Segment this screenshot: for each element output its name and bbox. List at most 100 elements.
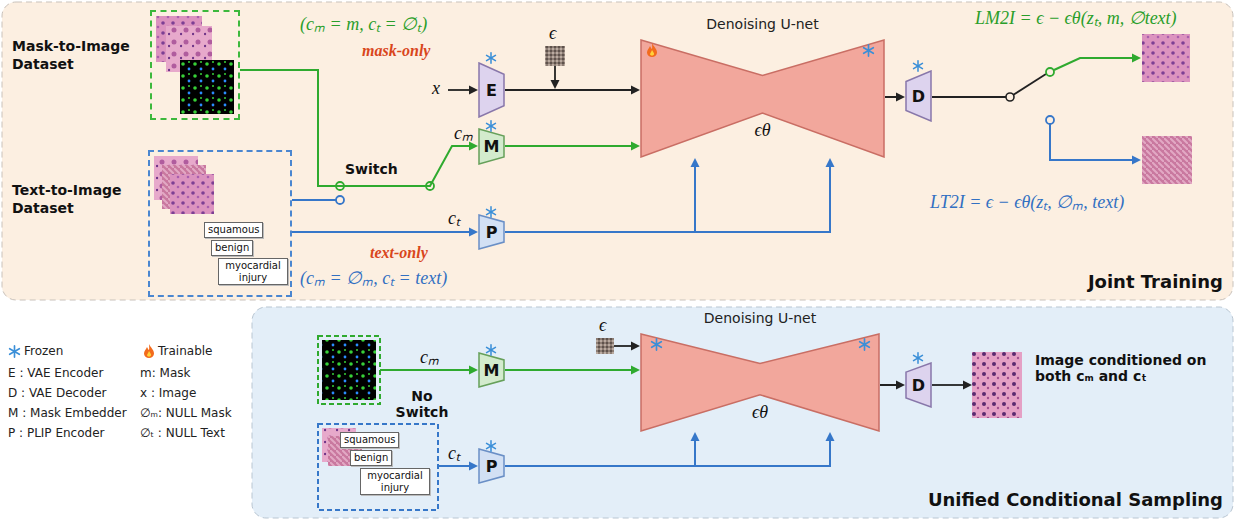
noise-label: ϵ <box>599 315 606 336</box>
condition-formula: (cₘ = m, cₜ = ∅ₜ) <box>300 14 427 35</box>
arrowhead <box>469 228 478 237</box>
shape-outline <box>906 71 931 121</box>
generated-image <box>972 352 1022 418</box>
connector <box>880 384 897 386</box>
panel: Joint TrainingMask-to-Image DatasetText-… <box>2 2 1233 300</box>
dataset-title: Text-to-Image Dataset <box>12 182 146 217</box>
frozen-icon <box>652 339 662 350</box>
shape-outline <box>479 215 504 249</box>
panel-title: Unified Conditional Sampling <box>928 489 1223 510</box>
card-text: myocardial injury <box>222 260 284 283</box>
edge-label: cₜ <box>448 208 460 229</box>
module-letter: D <box>905 362 932 408</box>
connector <box>885 96 897 98</box>
legend-entry: E : VAE Encoder <box>8 366 103 380</box>
connector-group <box>505 366 640 375</box>
dataset-box: Mask-to-Image Dataset <box>150 10 240 120</box>
condition-label: cₜ <box>448 443 460 464</box>
connector-group <box>292 228 478 237</box>
legend-entry: Frozen <box>24 344 63 358</box>
legend-trainable-icon <box>144 344 154 358</box>
switch-label: Switch <box>345 161 398 177</box>
arrowhead <box>691 158 700 167</box>
card-text: benign <box>354 452 388 464</box>
noise-arrow <box>614 345 631 347</box>
noise-arrow <box>554 66 556 81</box>
tissue-image <box>170 174 214 214</box>
legend-entry: Trainable <box>158 344 212 358</box>
frozen-icon <box>860 339 870 350</box>
module-block: P <box>478 448 505 484</box>
connector-group <box>505 158 835 232</box>
arrowhead <box>631 366 640 375</box>
module-block: M <box>478 128 505 165</box>
connector <box>505 440 695 466</box>
unet-block: Denoising U-net ϵθ <box>640 310 880 432</box>
generated-image <box>1142 34 1190 82</box>
edge-label: cₘ <box>454 123 473 144</box>
frozen-icon <box>487 207 496 217</box>
mode-tag: mask-only <box>362 42 430 60</box>
frozen-icon <box>914 353 923 363</box>
connector <box>505 369 632 371</box>
module-block: M <box>478 352 505 388</box>
trainable-icon <box>647 43 657 57</box>
dataset-title: Mask-to-Image Dataset <box>12 38 146 73</box>
dataset-box: Text-to-Image Datasetsquamousbenignmyoca… <box>148 150 292 297</box>
legend-entry: ∅ₘ: NULL Mask <box>140 406 232 420</box>
card-text: squamous <box>344 434 395 446</box>
connector <box>505 440 830 466</box>
switch-blade <box>1013 74 1046 95</box>
connector <box>292 231 470 233</box>
arrowhead <box>469 366 478 375</box>
decoder-block: D <box>905 362 932 408</box>
frozen-icon <box>487 53 496 63</box>
module-letter: D <box>905 70 932 122</box>
text-wire <box>438 465 469 467</box>
connector-group <box>505 158 700 232</box>
module-block: E <box>478 62 505 118</box>
legend-entry: m: Mask <box>140 366 190 380</box>
module-block: P <box>478 214 505 250</box>
arrowhead <box>631 86 640 95</box>
frozen-icon <box>487 441 496 451</box>
arrowhead <box>1132 156 1141 165</box>
connector <box>505 145 632 147</box>
legend-entry: P : PLIP Encoder <box>8 426 104 440</box>
connector-group <box>880 381 905 390</box>
legend-entry: ∅ₜ : NULL Text <box>140 426 225 440</box>
loss-formula: LT2I = ϵ − ϵθ(zₜ, ∅ₘ, text) <box>930 192 1124 213</box>
arrowhead <box>896 381 905 390</box>
text-card: benign <box>211 240 253 256</box>
noise-square <box>545 46 565 66</box>
connector <box>240 70 470 186</box>
mode-tag: text-only <box>370 244 428 262</box>
connector-group <box>505 432 700 466</box>
shape-outline <box>479 129 504 164</box>
arrowhead <box>826 432 835 441</box>
card-text: squamous <box>208 224 259 236</box>
frozen-icon <box>864 45 874 56</box>
legend-entry: x : Image <box>140 386 196 400</box>
arrowhead <box>826 158 835 167</box>
panel-ground <box>252 307 1233 518</box>
card-text: benign <box>215 242 249 254</box>
connector-group <box>885 93 905 102</box>
variable-label: x <box>432 78 440 99</box>
connector-group <box>505 432 835 466</box>
text-card: squamous <box>204 222 263 238</box>
arrowhead <box>469 86 478 95</box>
decoder-block: D <box>905 70 932 122</box>
module-letter: P <box>478 448 505 484</box>
unet-title: Denoising U-net <box>640 310 880 326</box>
card-text: myocardial injury <box>364 470 426 493</box>
noise-square <box>596 338 614 354</box>
unet-block: Denoising U-netϵθ <box>640 16 885 158</box>
unet-symbol: ϵθ <box>640 402 880 423</box>
connector-group <box>240 70 478 186</box>
note-label: No Switch <box>392 388 452 420</box>
shape-outline <box>479 63 504 117</box>
output-wire <box>932 384 963 386</box>
